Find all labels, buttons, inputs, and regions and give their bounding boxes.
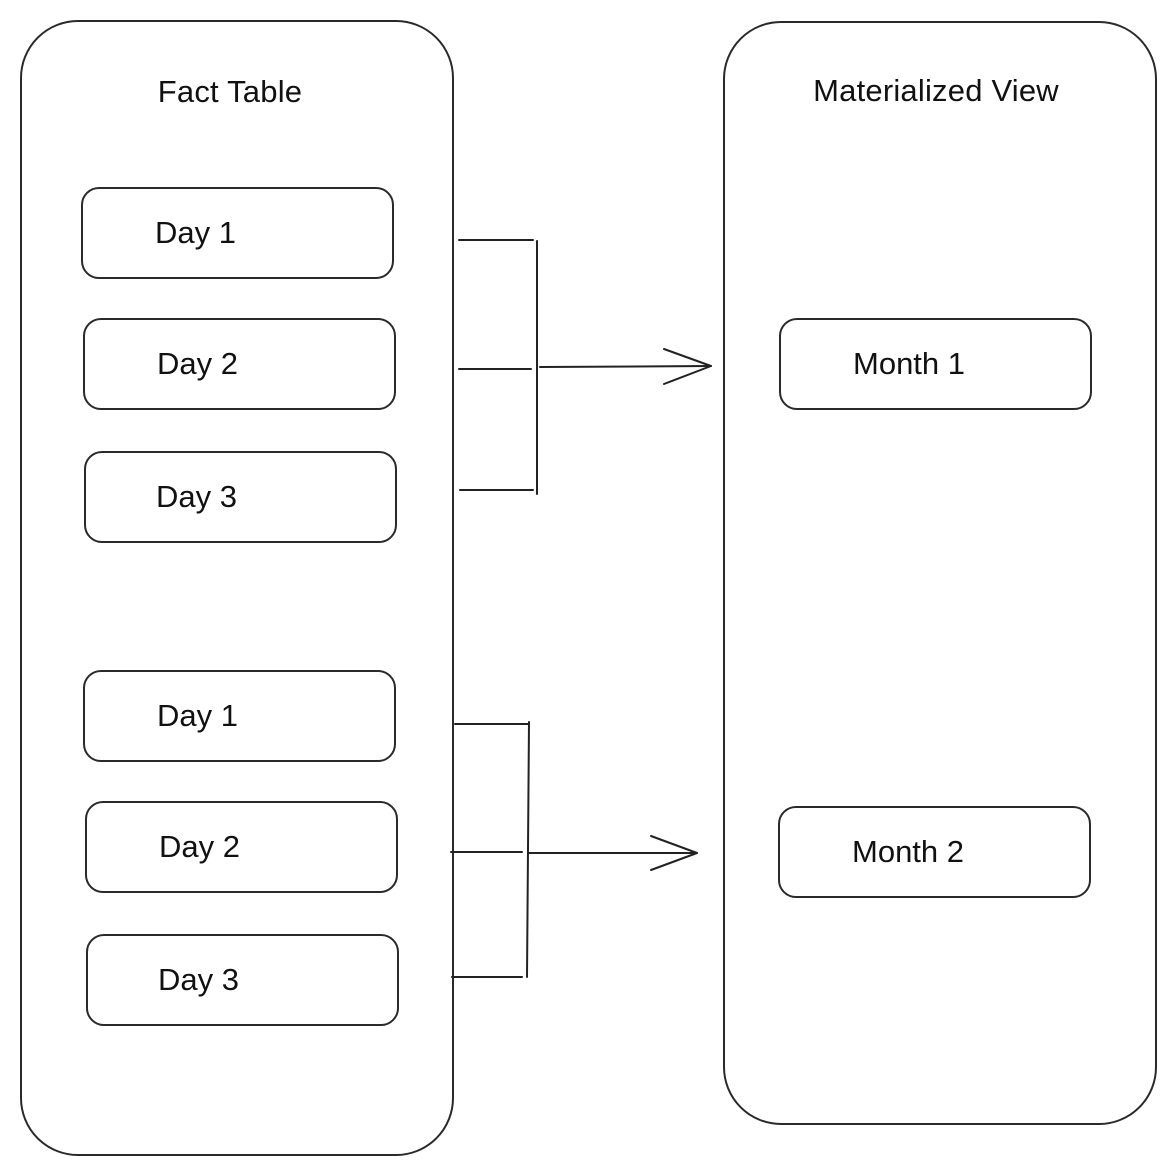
day-label: Day 2	[157, 346, 238, 381]
day-label: Day 3	[158, 962, 239, 997]
arrow-head	[650, 835, 698, 871]
arrow-head	[663, 348, 712, 385]
day-box: Day 1	[83, 670, 396, 762]
month-box: Month 2	[778, 806, 1091, 898]
fact-table-title: Fact Table	[157, 74, 303, 109]
day-label: Day 3	[156, 479, 237, 514]
arrow-shaft	[539, 365, 712, 368]
day-label: Day 1	[155, 215, 236, 250]
month-box: Month 1	[779, 318, 1092, 410]
day-box: Day 1	[81, 187, 394, 279]
day-box: Day 3	[84, 451, 397, 543]
materialized-view-panel: Materialized View	[723, 21, 1157, 1125]
materialized-view-title: Materialized View	[813, 73, 1059, 108]
day-box: Day 2	[85, 801, 398, 893]
day-box: Day 3	[86, 934, 399, 1026]
day-box: Day 2	[83, 318, 396, 410]
day-label: Day 1	[157, 698, 238, 733]
day-label: Day 2	[159, 829, 240, 864]
month-label: Month 2	[852, 834, 965, 869]
month-label: Month 1	[853, 346, 966, 381]
bracket-line	[526, 721, 530, 978]
